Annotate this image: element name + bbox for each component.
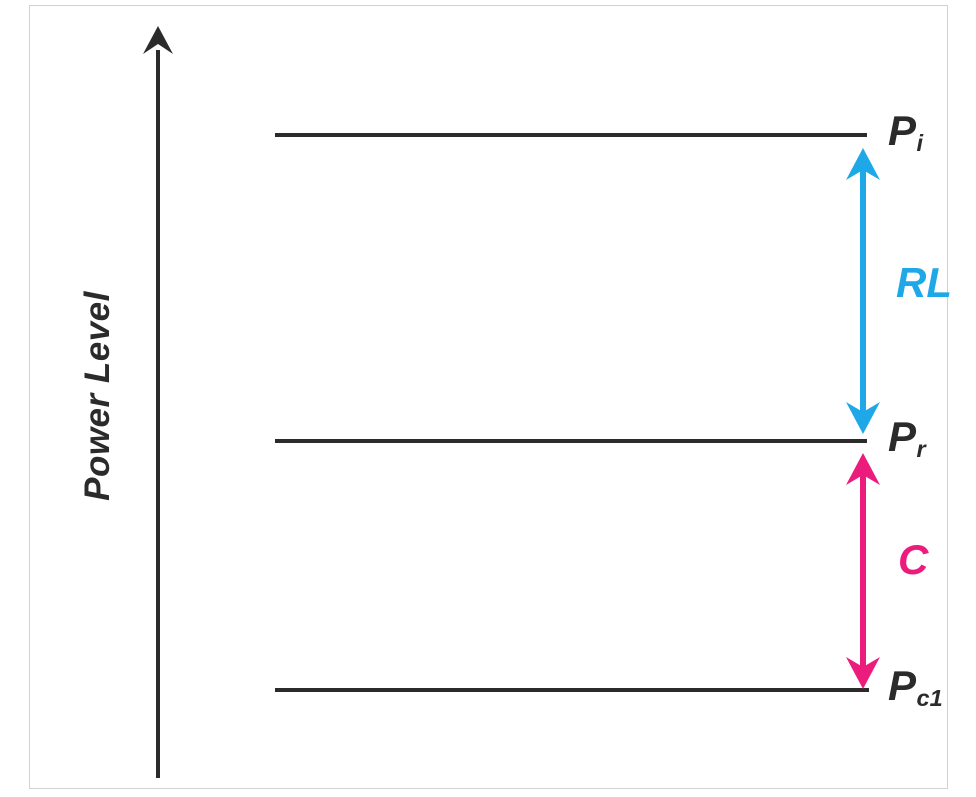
axis-title-power-level: Power Level [78,291,117,501]
measure-label-c: C [898,536,929,583]
power-level-axis [156,50,160,778]
figure-frame: Power Level Pi Pr Pc1 [29,5,952,789]
level-label-pr-subscript: r [916,436,926,463]
level-line-pr [275,439,867,443]
measure-arrow-c-icon [842,451,884,696]
level-label-pc1: Pc1 [888,662,943,710]
level-label-pr-base: P [888,413,917,460]
level-label-pc1-subscript: c1 [916,685,943,712]
measure-arrow-rl-icon [842,146,884,441]
level-label-pc1-base: P [888,662,917,709]
level-label-pi-subscript: i [916,130,924,157]
level-label-pi-base: P [888,107,917,154]
level-line-pi [275,133,867,137]
level-line-pc1 [275,688,869,692]
level-label-pr: Pr [888,413,926,461]
axis-arrowhead-icon [141,26,175,56]
measure-label-rl: RL [896,259,952,306]
level-label-pi: Pi [888,107,923,155]
